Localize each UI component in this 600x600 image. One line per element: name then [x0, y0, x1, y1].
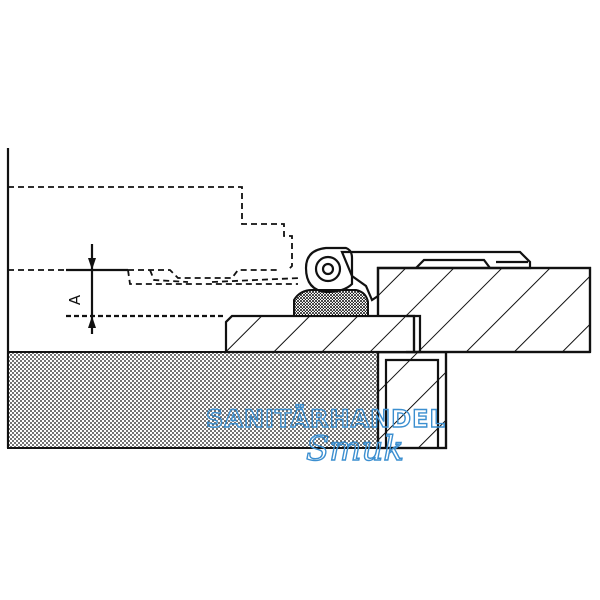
hinge-knuckle	[304, 246, 354, 294]
sealing-gasket	[293, 289, 369, 317]
watermark-line1: SANITÄRHANDEL	[206, 404, 446, 433]
dimension-a	[66, 244, 226, 334]
masonry-block	[7, 351, 379, 449]
watermark-line2: Smuk	[306, 429, 404, 469]
frame-wall-section	[376, 350, 448, 450]
dimension-a-label: A	[66, 294, 84, 305]
frame-profile-section	[224, 314, 422, 354]
open-position-outline	[8, 186, 301, 285]
hinge-leaf-plate	[340, 250, 532, 302]
